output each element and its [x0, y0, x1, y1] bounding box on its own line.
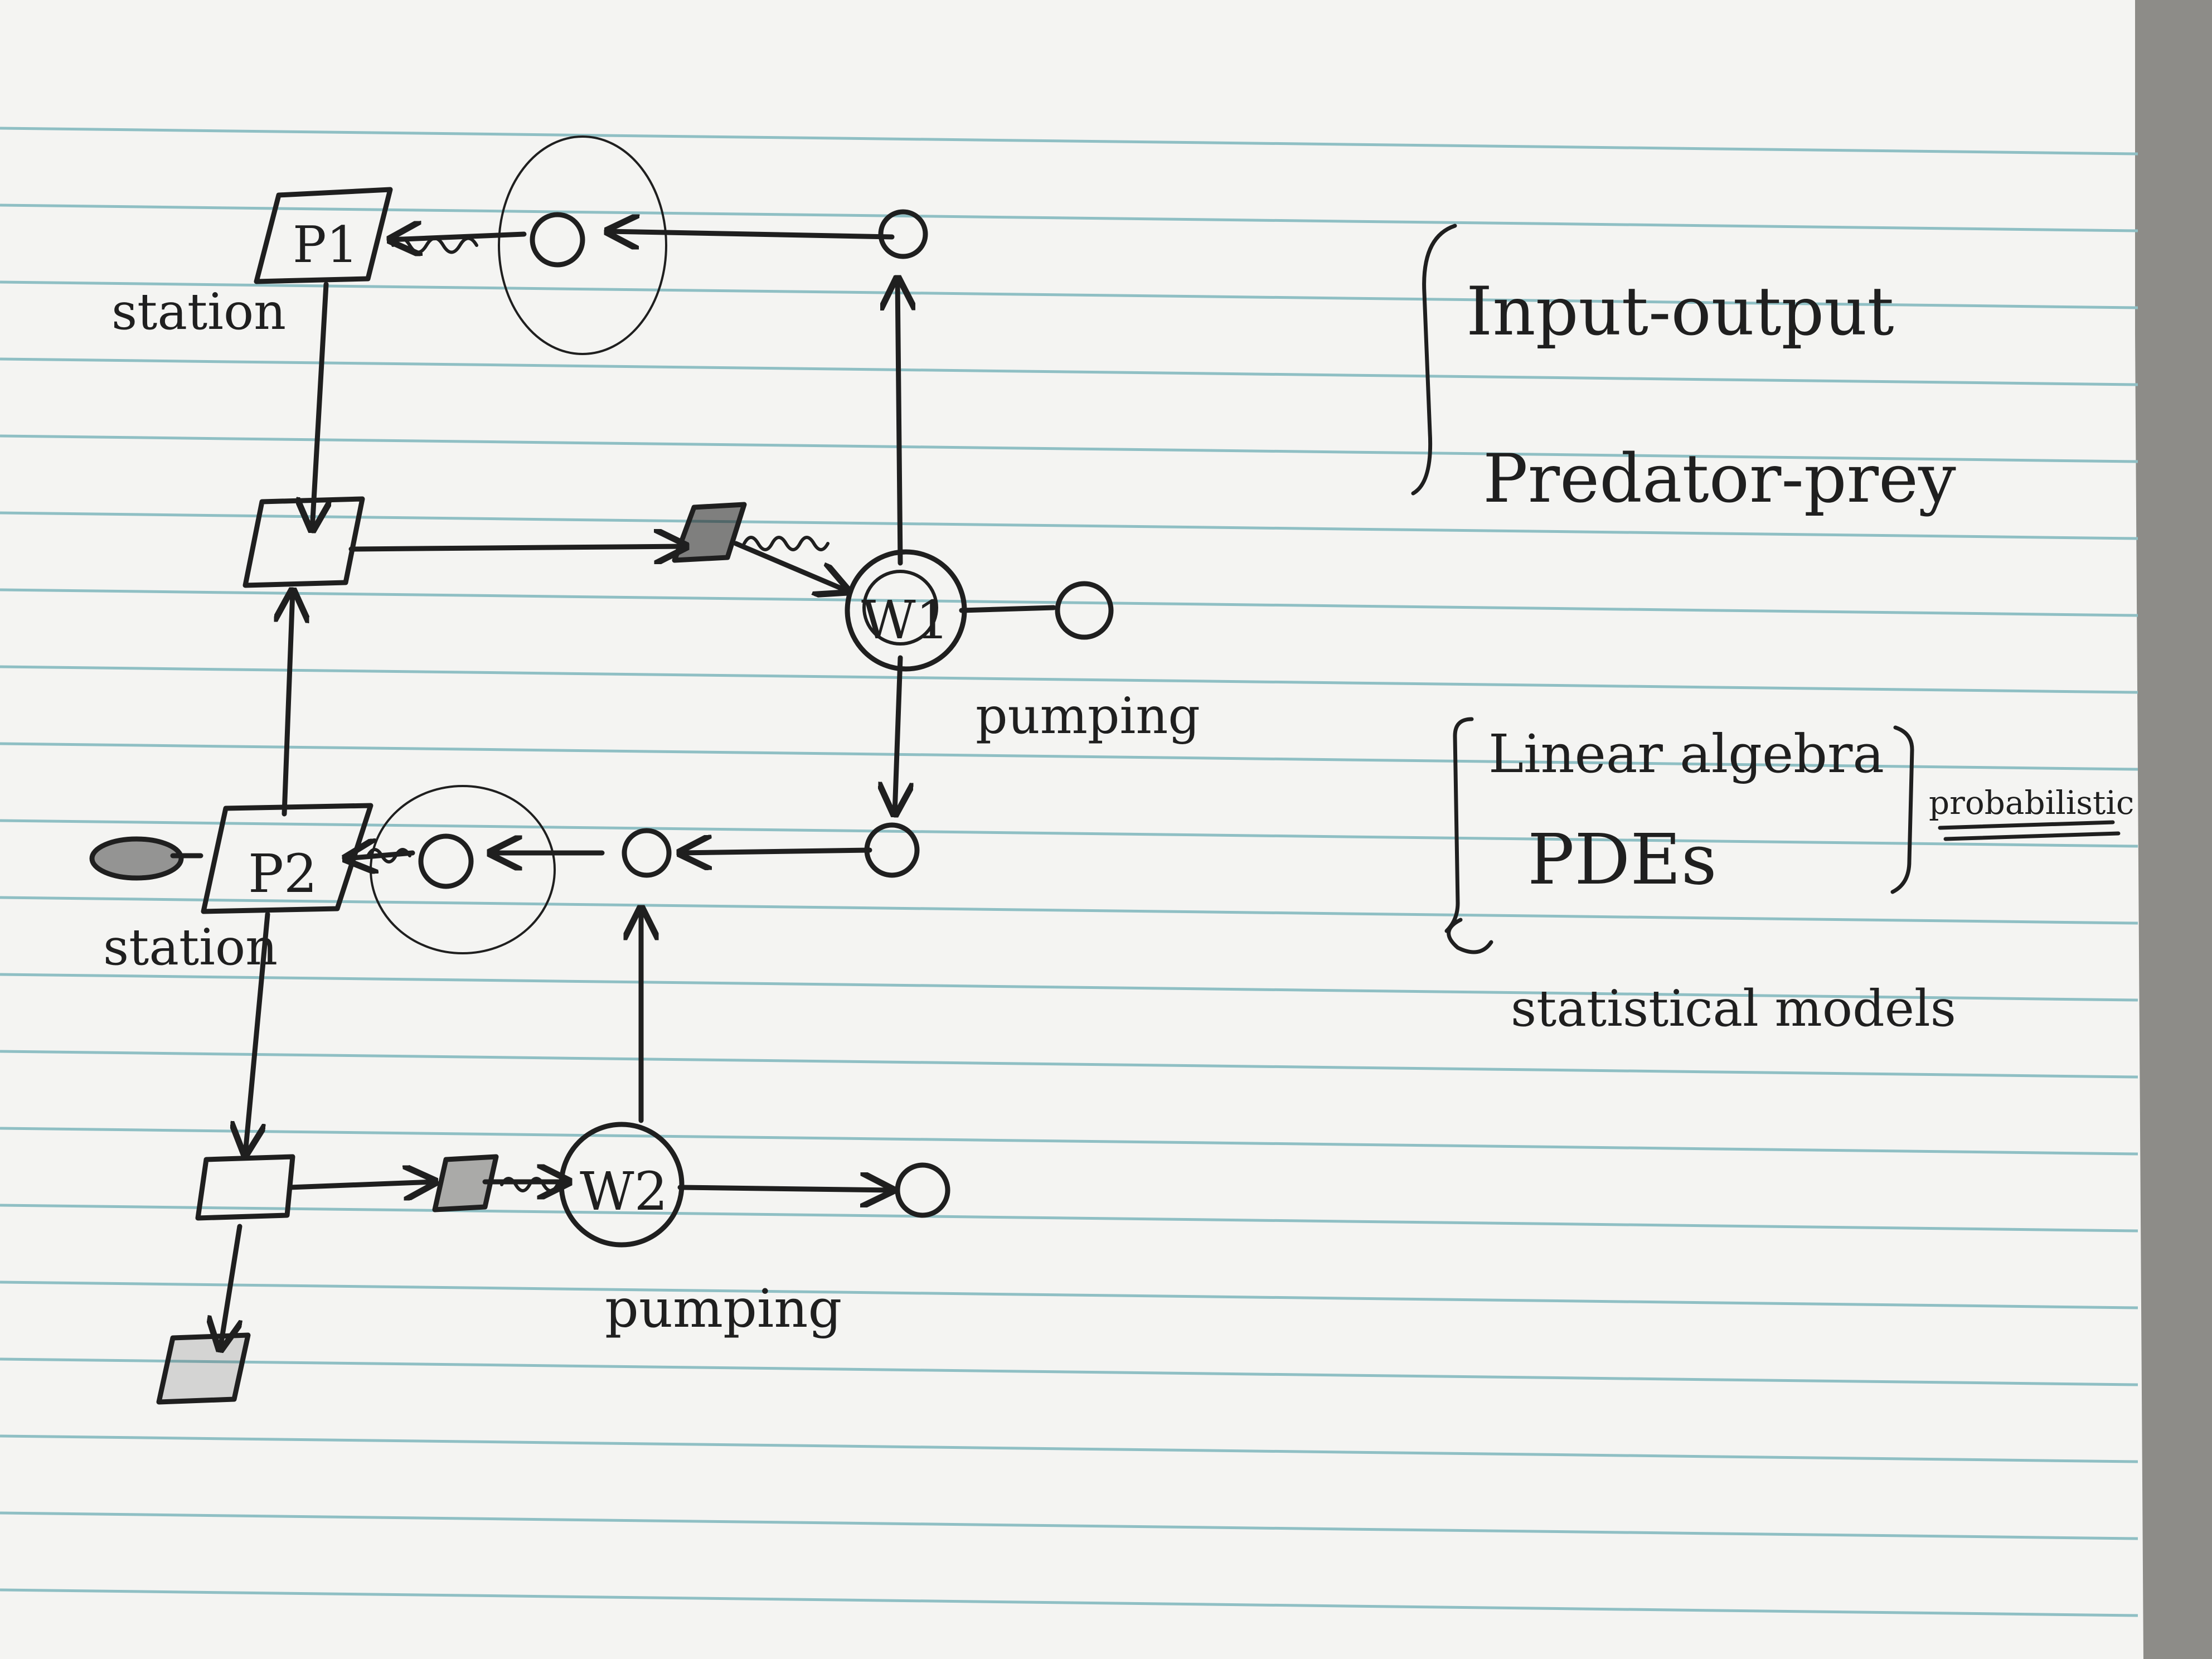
note-brackets [1411, 224, 2121, 954]
circle-row3-left [418, 833, 474, 889]
ruled-line [0, 434, 2138, 463]
ruled-line [0, 1280, 2138, 1309]
circle-top-right [878, 209, 928, 259]
edge-top-mid-to-p1 [390, 234, 527, 240]
row4-box [195, 1154, 295, 1221]
wiggle-p2 [366, 848, 411, 864]
p1-box [254, 187, 393, 284]
note-probabilistic: probabilistic [1929, 784, 2134, 822]
edge-top-right-to-mid [608, 231, 895, 237]
pump-circle-right [1055, 581, 1114, 640]
bottom-box [156, 1332, 251, 1405]
bracket-group2-right [1890, 725, 1914, 894]
p2-label: P2 [248, 843, 317, 905]
edge-p1-down [312, 282, 326, 530]
edge-w1-up [898, 279, 900, 566]
circle-row4-right [895, 1162, 950, 1218]
edge-row3-right-to-mid [680, 850, 872, 853]
w2-label: W2 [580, 1161, 668, 1223]
diagram-labels: P1 P2 W1 W2 station station pumping pump… [103, 216, 1200, 1340]
paper-sheet [0, 0, 2143, 1659]
ruled-line [0, 896, 2138, 925]
ruled-line [0, 280, 2138, 309]
edge-row2-right [348, 546, 686, 549]
notes-column: Input-output Predator-prey Linear algebr… [1466, 273, 2134, 1038]
ruled-line [0, 588, 2138, 617]
highlight-ring-top [498, 135, 667, 355]
wiggle-w1 [743, 536, 830, 551]
edge-small-box-to-w1 [733, 541, 847, 591]
note-predator-prey: Predator-prey [1483, 440, 1956, 518]
flow-wiggles [366, 236, 830, 1192]
edge-box-down [220, 1224, 240, 1349]
ruled-line [0, 357, 2138, 386]
ruled-line [0, 1511, 2138, 1540]
edge-w1-down [895, 655, 900, 814]
loop-mark [1447, 918, 1493, 954]
note-statistical-models: statistical models [1511, 979, 1956, 1038]
small-box-row2 [672, 502, 747, 563]
ruled-lines [0, 127, 2138, 1617]
ruled-line [0, 973, 2138, 1002]
ruled-line [0, 742, 2138, 771]
wiggle-w2 [500, 1177, 559, 1192]
note-linear-algebra: Linear algebra [1488, 724, 1884, 785]
ruled-line [0, 1127, 2138, 1156]
pumping-label-bottom: pumping [605, 1278, 842, 1340]
circle-top-mid [530, 212, 585, 268]
highlight-ring-row3 [370, 785, 556, 954]
ruled-line [0, 1357, 2138, 1386]
connector-lines [170, 231, 1056, 1349]
edge-row3-left-to-p2 [346, 853, 415, 858]
ruled-line [0, 665, 2138, 694]
wiggle-p1 [391, 236, 478, 254]
ruled-line [0, 1588, 2138, 1617]
pumping-label-right: pumping [976, 687, 1200, 745]
p2-box [201, 803, 373, 914]
station-boxes [156, 187, 747, 1405]
w1-circle [845, 549, 967, 672]
station-label-top: station [111, 283, 286, 341]
w2-circle [559, 1122, 685, 1248]
p1-label: P1 [293, 216, 358, 274]
edge-w2-right [677, 1187, 892, 1190]
small-box-row4 [432, 1154, 499, 1212]
circle-nodes [89, 135, 1114, 1248]
note-input-output: Input-output [1466, 273, 1894, 351]
ruled-line [0, 1434, 2138, 1463]
left-blob [89, 836, 184, 881]
ruled-line [0, 203, 2138, 232]
edge-p2-down [245, 911, 270, 1154]
ruled-line [0, 819, 2138, 848]
flow-diagram [89, 135, 2121, 1405]
ruled-line [0, 1050, 2138, 1079]
edge-row4-box-right [287, 1182, 435, 1187]
note-pdes: PDEs [1527, 819, 1717, 900]
w1-label: W1 [861, 590, 949, 651]
circle-row3-mid [622, 828, 672, 878]
circle-row3-right [864, 822, 920, 878]
ruled-line [0, 127, 2138, 156]
ruled-line [0, 1204, 2138, 1233]
edge-w1-to-pump [959, 605, 1056, 613]
station-label-bottom: station [103, 918, 278, 977]
edge-p2-up [284, 591, 293, 817]
row2-box [242, 496, 365, 588]
w1-inner-circle [862, 570, 938, 646]
prob-underline-1 [1938, 820, 2115, 830]
prob-underline-2 [1943, 831, 2121, 841]
brace-group1 [1411, 224, 1457, 496]
